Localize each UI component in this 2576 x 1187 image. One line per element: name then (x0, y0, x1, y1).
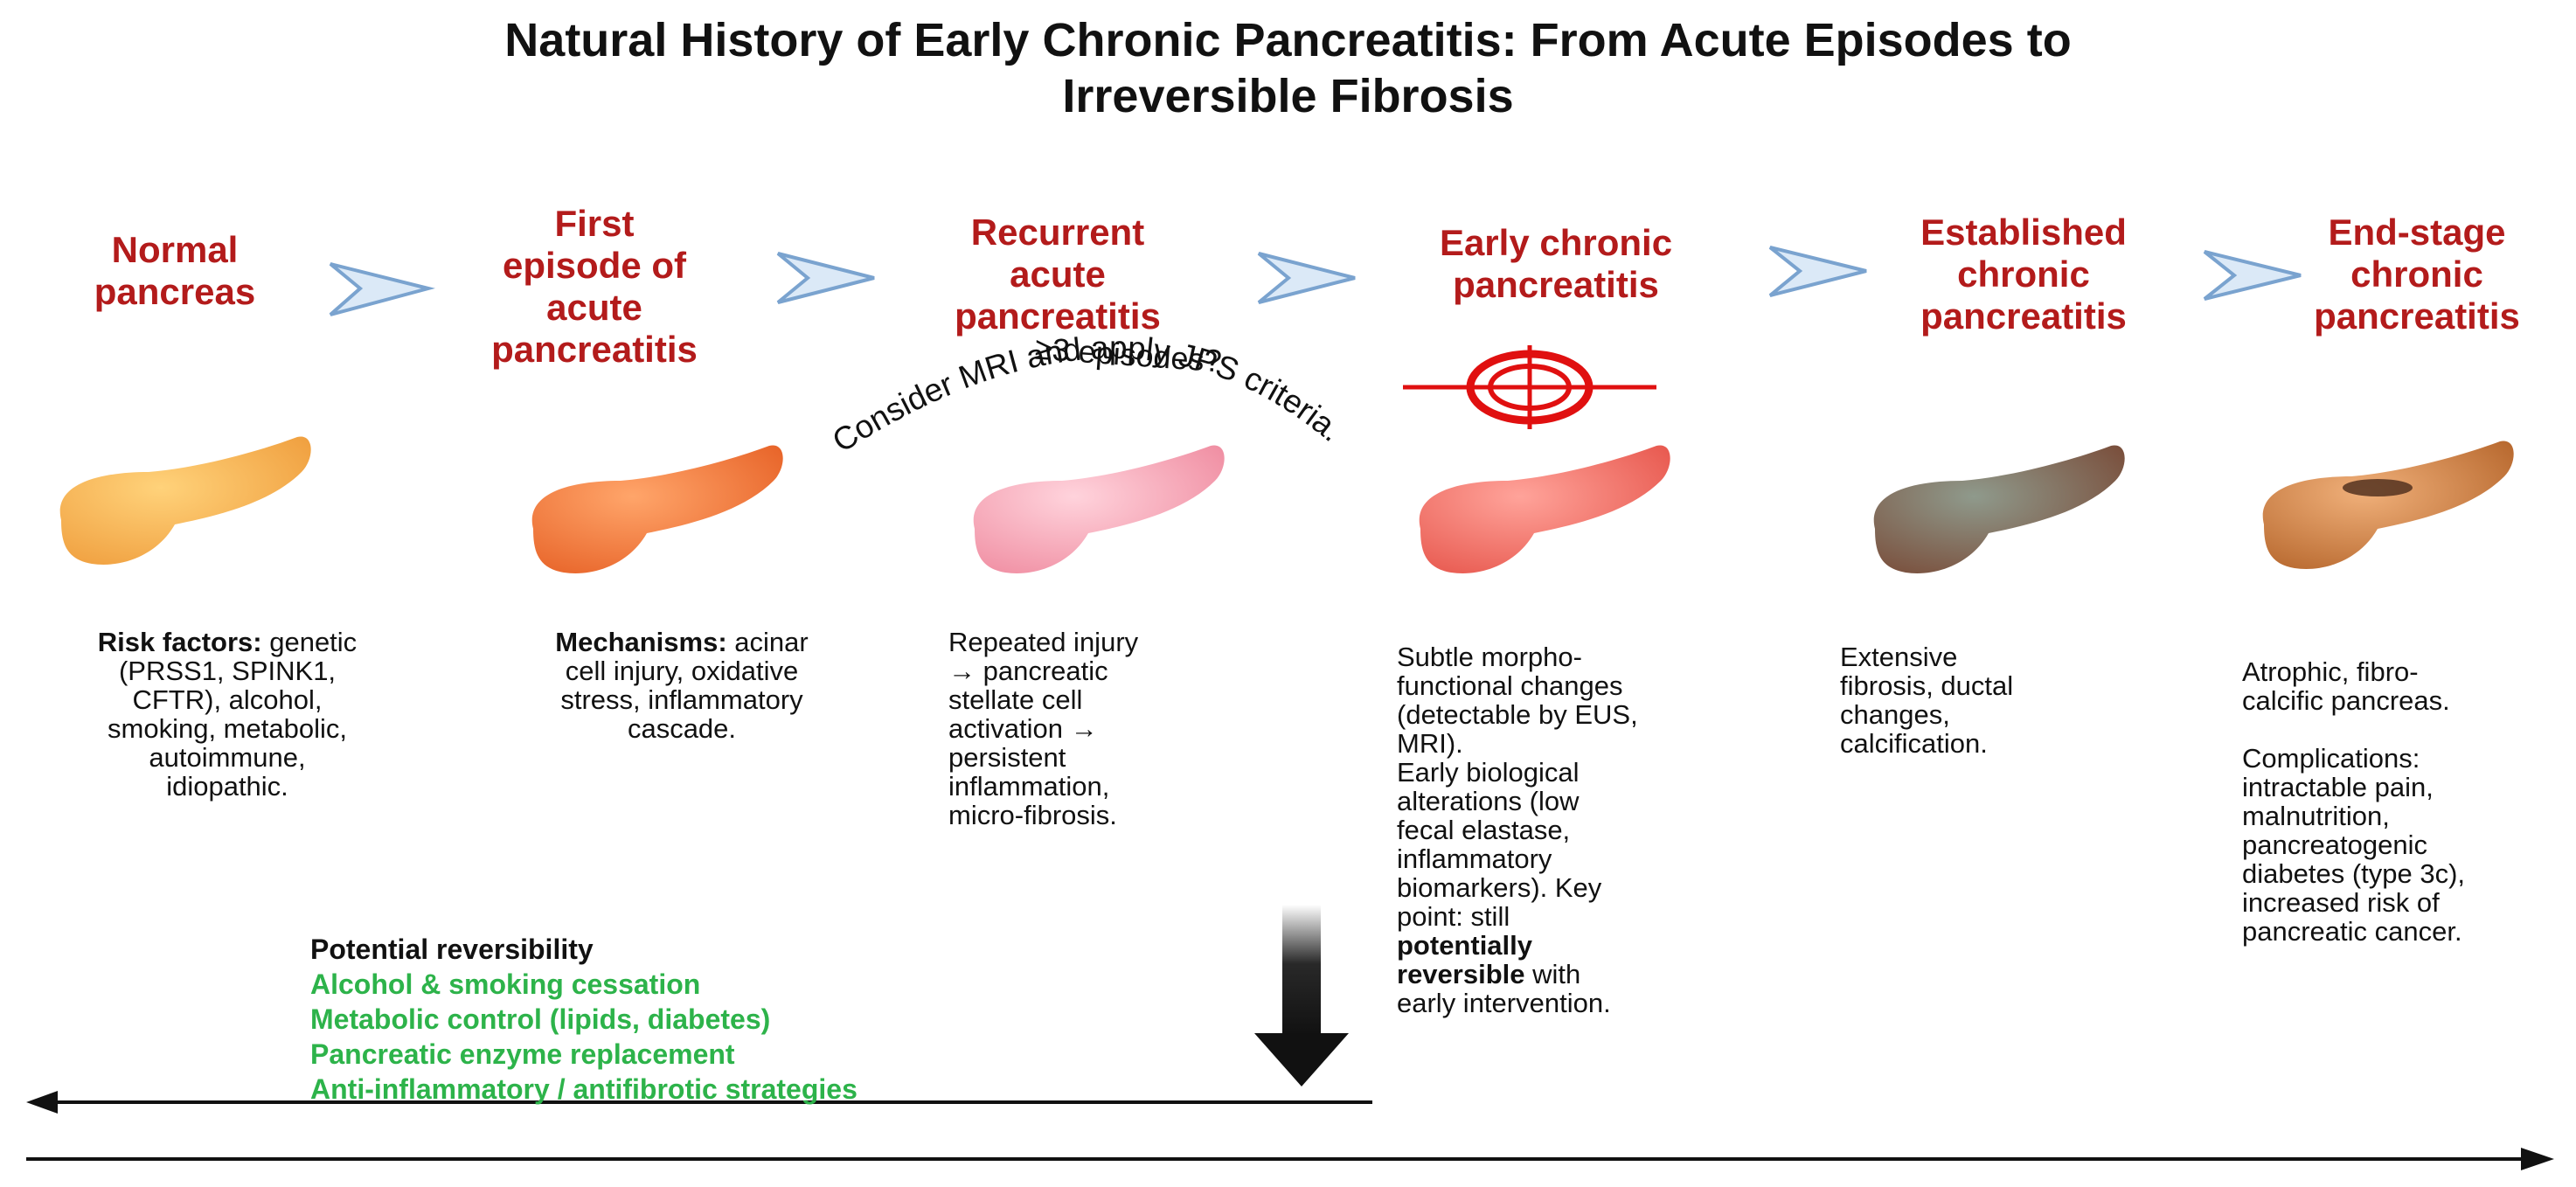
reversibility-heading: Potential reversibility (310, 934, 594, 965)
pancreas-icon (531, 445, 783, 573)
reversibility-item: Anti-inflammatory / antifibrotic strateg… (310, 1073, 858, 1105)
chevron-arrow-icon (1768, 246, 1867, 297)
page-title: Natural History of Early Chronic Pancrea… (0, 12, 2576, 124)
target-icon (1403, 345, 1656, 429)
down-arrow-icon (1254, 905, 1349, 1086)
title-line-1: Natural History of Early Chronic Pancrea… (504, 14, 2072, 66)
reversibility-item: Metabolic control (lipids, diabetes) (310, 1003, 771, 1035)
chevron-arrow-icon (776, 252, 875, 304)
reversibility-arrow (26, 1091, 1372, 1114)
pancreas-icon (2262, 441, 2514, 569)
timeline-arrow (26, 1148, 2554, 1170)
pancreas-icon (59, 436, 311, 565)
curve-question-label: ≥3 episodes? (1034, 330, 1223, 379)
reversibility-item: Pancreatic enzyme replacement (310, 1038, 735, 1070)
chevron-arrow-icon (2203, 250, 2302, 301)
description-end-stage: Atrophic, fibro- calcific pancreas. Comp… (2242, 656, 2466, 947)
description-recurrent: Repeated injury → pancreatic stellate ce… (948, 627, 1139, 830)
chevron-arrow-icon (329, 262, 435, 316)
description-early-chronic: Subtle morpho- functional changes (detec… (1397, 642, 1638, 1018)
description-normal: Risk factors: genetic (PRSS1, SPINK1, CF… (97, 627, 358, 802)
description-first-episode: Mechanisms: acinar cell injury, oxidativ… (555, 627, 809, 744)
pancreas-icon (1873, 445, 2125, 573)
title-line-2: Irreversible Fibrosis (1062, 70, 1514, 122)
pancreas-icon (973, 445, 1225, 573)
reversibility-item: Alcohol & smoking cessation (310, 968, 701, 1000)
pancreas-icon (1419, 445, 1670, 573)
reversibility-list: Potential reversibility Alcohol & smokin… (310, 932, 1184, 1107)
description-established: Extensive fibrosis, ductal changes, calc… (1840, 642, 2014, 759)
chevron-arrow-icon (1257, 252, 1356, 304)
